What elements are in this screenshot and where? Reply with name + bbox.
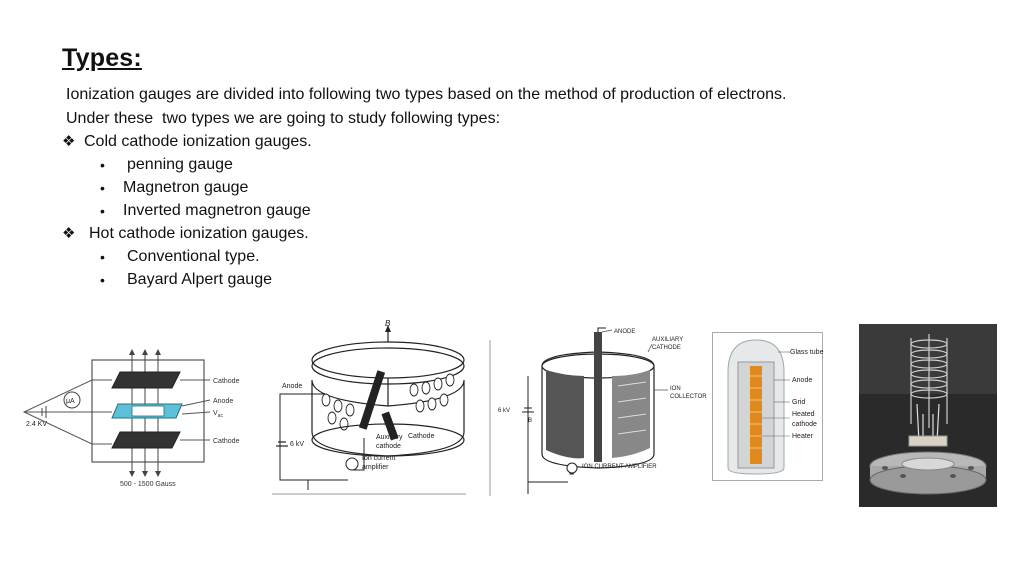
b-field-label: B xyxy=(528,418,532,424)
voltage-label: 6 kV xyxy=(498,408,510,414)
dot-bullet-icon: • xyxy=(100,180,105,196)
aux-cathode-label: Auxiliary xyxy=(376,434,403,441)
heated-cathode-label-1: Heated xyxy=(792,411,815,418)
heated-cathode-label-2: cathode xyxy=(792,421,817,428)
anode-label: Anode xyxy=(213,398,233,405)
cathode-label: Cathode xyxy=(408,433,435,440)
anode-label: Anode xyxy=(282,383,302,390)
glass-tube-label: Glass tube xyxy=(790,349,824,356)
penning-gauge-diagram: μA 2.4 KV Cathode Anode Vac Cathode 500 … xyxy=(22,349,240,488)
anode-label: Anode xyxy=(792,377,812,384)
voltage-label: 6 kV xyxy=(290,441,304,448)
ion-label-1: ION xyxy=(670,386,681,392)
list-item-penning: penning gauge xyxy=(127,156,233,173)
list-item-bayard-alpert: Bayard Alpert gauge xyxy=(127,271,272,288)
meter-label: μA xyxy=(66,398,75,405)
page-title: Types: xyxy=(62,44,142,72)
aux-label-2: CATHODE xyxy=(652,345,681,351)
diamond-bullet-icon: ❖ xyxy=(62,133,76,150)
bayard-alpert-diagram: Glass tube Anode Grid Heated cathode Hea… xyxy=(712,332,824,481)
field-range-label: 500 - 1500 Gauss xyxy=(120,481,176,488)
gauge-photo xyxy=(859,324,997,507)
intro-line-1: Ionization gauges are divided into follo… xyxy=(66,86,787,103)
inverted-magnetron-diagram: ANODE AUXILIARY CATHODE ION COLLECTOR 6 … xyxy=(489,327,707,496)
cathode-top-label: Cathode xyxy=(213,378,240,385)
list-item-conventional: Conventional type. xyxy=(127,248,260,265)
magnetron-gauge-diagram: B Anode 6 kV Auxiliary cathode Cathode I… xyxy=(272,320,466,495)
dot-bullet-icon: • xyxy=(100,249,105,265)
anode-label: ANODE xyxy=(614,329,635,335)
b-field-label: B xyxy=(385,320,391,328)
cathode-bottom-label: Cathode xyxy=(213,438,240,445)
amp-label-1: Ion current xyxy=(362,455,396,462)
group-heading-cold: Cold cathode ionization gauges. xyxy=(84,133,312,150)
ion-label-2: COLLECTOR xyxy=(670,394,707,400)
list-item-inverted-magnetron: Inverted magnetron gauge xyxy=(123,202,311,219)
voltage-label: 2.4 KV xyxy=(26,421,47,428)
amp-label: ION CURRENT AMPLIFIER xyxy=(582,464,657,470)
aux-label-1: AUXILIARY xyxy=(652,337,683,343)
dot-bullet-icon: • xyxy=(100,272,105,288)
aux-cathode-label-2: cathode xyxy=(376,443,401,450)
diamond-bullet-icon: ❖ xyxy=(62,225,76,242)
grid-label: Grid xyxy=(792,399,805,406)
heater-label: Heater xyxy=(792,433,814,440)
dot-bullet-icon: • xyxy=(100,203,105,219)
vac-label: Vac xyxy=(213,410,223,419)
group-heading-hot: Hot cathode ionization gauges. xyxy=(89,225,309,242)
intro-line-2: Under these two types we are going to st… xyxy=(66,110,501,127)
dot-bullet-icon: • xyxy=(100,157,105,173)
amp-label-2: amplifier xyxy=(362,464,389,471)
list-item-magnetron: Magnetron gauge xyxy=(123,179,249,196)
